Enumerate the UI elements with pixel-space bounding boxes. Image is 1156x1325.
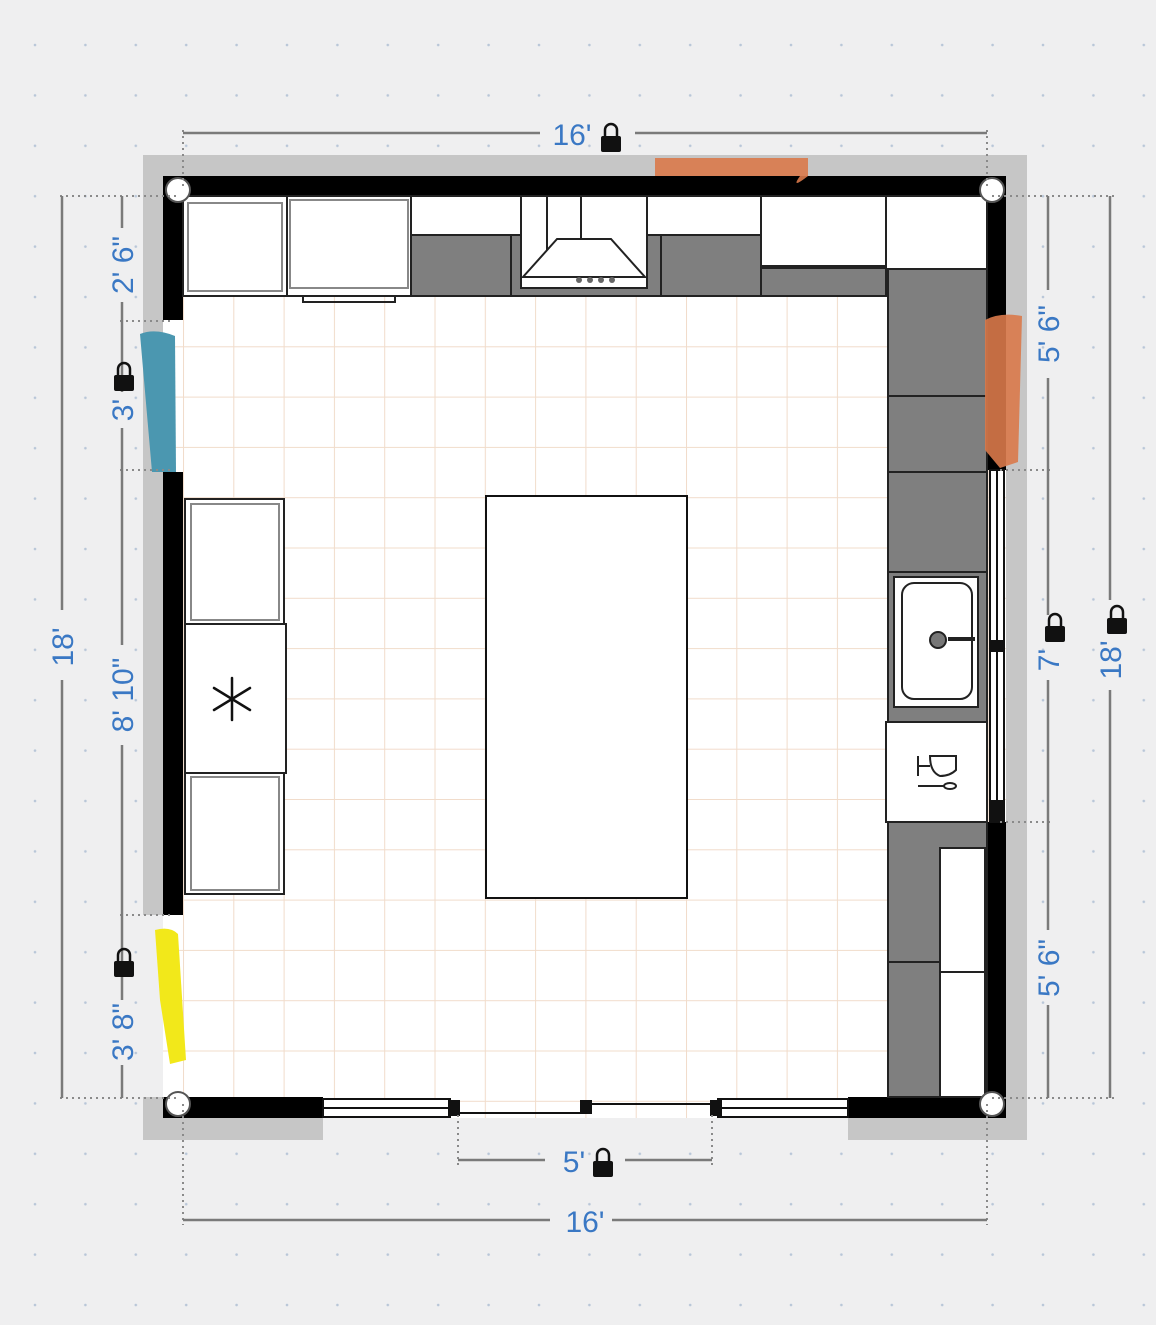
right-wall-lower	[987, 822, 1006, 1118]
orange-marker-top	[655, 158, 808, 183]
right-cabinets[interactable]	[885, 268, 988, 1098]
bottom-wall-right	[848, 1097, 1006, 1118]
dim-right-segment-1[interactable]: 5' 6"	[1033, 305, 1066, 363]
blue-marker-left	[140, 331, 176, 472]
yellow-marker-left	[155, 928, 186, 1064]
snowflake-icon	[212, 676, 252, 722]
kitchen-island[interactable]	[485, 495, 688, 899]
dim-door-width[interactable]: 5'	[563, 1146, 585, 1179]
dim-left-total[interactable]: 18'	[47, 627, 80, 666]
dim-right-segment-3[interactable]: 5' 6"	[1033, 939, 1066, 997]
dim-left-segment-2[interactable]: 3'	[107, 399, 140, 421]
refrigerator[interactable]	[184, 623, 287, 774]
left-wall-upper	[163, 176, 183, 320]
dim-top-width[interactable]: 16'	[552, 119, 591, 152]
top-cabinets[interactable]	[182, 195, 988, 303]
top-wall	[163, 176, 1006, 196]
right-window[interactable]	[989, 469, 1005, 823]
left-wall-middle	[163, 472, 183, 915]
bottom-wall-left	[163, 1097, 323, 1118]
bottom-window-right[interactable]	[717, 1098, 849, 1118]
tall-cabinet-upper	[939, 847, 986, 973]
sliding-door[interactable]	[448, 1100, 722, 1116]
left-cabinets[interactable]	[184, 498, 285, 895]
dim-left-segment-1[interactable]: 2' 6"	[107, 236, 140, 294]
orange-marker-right	[985, 314, 1022, 468]
tall-cabinet-lower	[939, 971, 986, 1098]
dishware-icon	[917, 755, 957, 790]
dim-right-segment-2[interactable]: 7'	[1033, 649, 1066, 671]
dim-left-segment-3[interactable]: 8' 10"	[107, 658, 140, 733]
sink-icon	[893, 576, 979, 708]
bottom-window-left[interactable]	[322, 1098, 451, 1118]
dim-left-segment-4[interactable]: 3' 8"	[107, 1003, 140, 1061]
range-hood-icon	[520, 195, 648, 289]
dim-bottom-width[interactable]: 16'	[565, 1206, 604, 1239]
dim-right-total[interactable]: 18'	[1095, 640, 1128, 679]
